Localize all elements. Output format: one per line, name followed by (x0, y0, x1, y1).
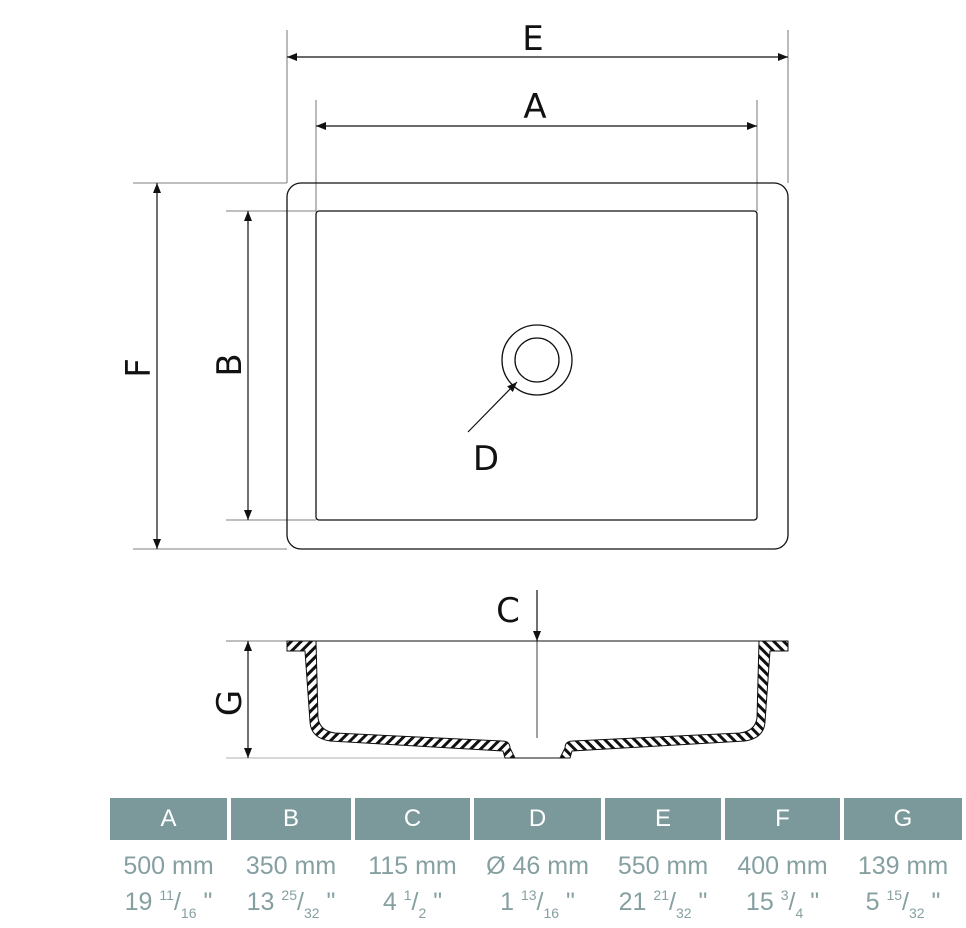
column-header: C (355, 798, 470, 840)
value-inch: 19 11/16 " (124, 887, 213, 921)
value-inch: 4 1/2 " (382, 887, 443, 921)
value-inch: 21 21/32 " (618, 887, 708, 921)
sink-section-view (286, 640, 789, 759)
column-header: A (110, 798, 227, 840)
label-F: F (119, 358, 159, 378)
value-inch: 1 13/16 " (500, 887, 575, 921)
value-inch: 5 15/32 " (865, 887, 941, 921)
dimension-column-b: B 350 mm 13 25/32 " (231, 798, 351, 928)
value-mm: 500 mm (123, 852, 214, 880)
label-C: C (496, 591, 520, 631)
leader-D (467, 381, 518, 433)
value-inch: 13 25/32 " (246, 887, 336, 921)
drain-inner (514, 337, 560, 383)
dimension-lines (153, 53, 788, 758)
column-header: F (725, 798, 840, 840)
value-mm: Ø 46 mm (486, 852, 589, 880)
label-D: D (473, 439, 499, 479)
dimension-column-e: E 550 mm 21 21/32 " (605, 798, 721, 928)
extension-lines (133, 30, 789, 759)
column-header: G (844, 798, 962, 840)
sink-top-view (286, 182, 789, 550)
value-mm: 115 mm (368, 852, 457, 880)
value-mm: 350 mm (245, 852, 337, 880)
label-A: A (523, 87, 546, 127)
sink-outer-outline (286, 182, 789, 550)
dimension-column-c: C 115 mm 4 1/2 " (355, 798, 470, 928)
column-header: B (231, 798, 351, 840)
label-E: E (522, 19, 543, 59)
column-header: D (474, 798, 601, 840)
value-mm: 139 mm (857, 852, 949, 880)
value-inch: 15 3/4 " (745, 887, 820, 921)
value-mm: 400 mm (737, 852, 828, 880)
label-G: G (210, 690, 250, 716)
column-header: E (605, 798, 721, 840)
dimension-column-d: D Ø 46 mm 1 13/16 " (474, 798, 601, 928)
dimension-column-a: A 500 mm 19 11/16 " (110, 798, 227, 928)
value-mm: 550 mm (617, 852, 709, 880)
dimension-column-f: F 400 mm 15 3/4 " (725, 798, 840, 928)
dimension-column-g: G 139 mm 5 15/32 " (844, 798, 962, 928)
sink-basin-outline (315, 210, 758, 521)
drain-outer (501, 324, 573, 396)
label-B: B (210, 353, 250, 376)
